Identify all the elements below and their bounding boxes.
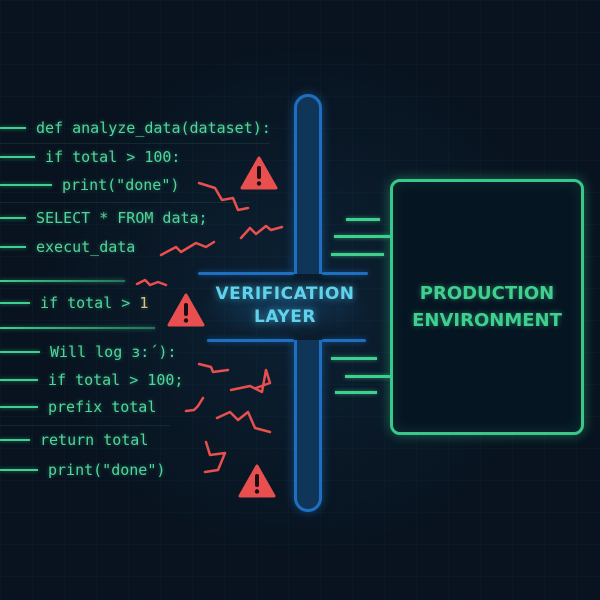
code-line: def analyze_data(dataset):	[0, 118, 271, 138]
code-text: if total > 100:	[45, 148, 181, 166]
code-text: prefix total	[48, 398, 157, 416]
code-line-dash	[0, 469, 38, 471]
verification-arm-top-left	[198, 272, 294, 275]
separator-line	[0, 202, 250, 203]
code-line: prefix total	[0, 397, 156, 417]
code-line-dash	[0, 127, 26, 129]
code-highlight-number: 1	[139, 294, 149, 312]
warning-icon	[240, 156, 278, 190]
production-environment-label: PRODUCTION ENVIRONMENT	[390, 280, 584, 334]
production-label-line1: PRODUCTION	[419, 283, 555, 304]
verification-glow	[200, 276, 370, 338]
code-line-dash	[0, 379, 38, 381]
connector-line	[346, 218, 380, 221]
code-text: def analyze_data(dataset):	[36, 119, 271, 137]
warning-icon	[238, 464, 276, 498]
connector-line	[335, 391, 377, 394]
code-line: Will log з:´):	[0, 342, 176, 362]
production-label-line2: ENVIRONMENT	[412, 310, 562, 331]
code-text: execut_data	[36, 238, 136, 256]
code-line: if total > 1	[0, 293, 148, 313]
code-line-dash	[0, 217, 26, 219]
code-line: SELECT * FROM data;	[0, 208, 208, 228]
code-text: if total > 100;	[48, 371, 184, 389]
connector-line	[331, 357, 377, 360]
code-line: print("done")	[0, 460, 165, 480]
code-line-dash	[0, 439, 30, 441]
code-line-dash	[0, 246, 26, 248]
verification-crossing	[280, 274, 336, 340]
data-flow-line	[0, 327, 155, 329]
warning-icon	[167, 293, 205, 327]
code-text: if total >	[40, 294, 140, 312]
code-text: return total	[40, 431, 149, 449]
code-line: print("done")	[0, 175, 179, 195]
code-line-dash	[0, 156, 35, 158]
code-line-dash	[0, 302, 30, 304]
verification-layer-label: VERIFICATION LAYER	[200, 283, 370, 329]
code-line: if total > 100;	[0, 370, 183, 390]
code-line: execut_data	[0, 237, 135, 257]
production-environment-box	[390, 179, 584, 435]
code-text: print("done")	[48, 461, 166, 479]
connector-line	[334, 235, 390, 238]
code-line: return total	[0, 430, 148, 450]
code-line-dash	[0, 351, 40, 353]
code-line-dash	[0, 184, 52, 186]
code-text: Will log з:´):	[50, 343, 177, 361]
code-line-dash	[0, 406, 38, 408]
separator-line	[0, 143, 270, 144]
code-text: SELECT * FROM data;	[36, 209, 208, 227]
connector-line	[345, 375, 390, 378]
verification-label-line1: VERIFICATION	[215, 284, 355, 304]
verification-label-line2: LAYER	[254, 307, 316, 327]
verification-arm-bottom-left	[207, 339, 294, 342]
code-line: if total > 100:	[0, 147, 180, 167]
data-flow-line	[0, 280, 125, 282]
verification-arm-top-right	[322, 272, 368, 275]
connector-line	[331, 253, 384, 256]
code-text: print("done")	[62, 176, 180, 194]
separator-line	[0, 425, 170, 426]
verification-arm-bottom-right	[322, 339, 366, 342]
